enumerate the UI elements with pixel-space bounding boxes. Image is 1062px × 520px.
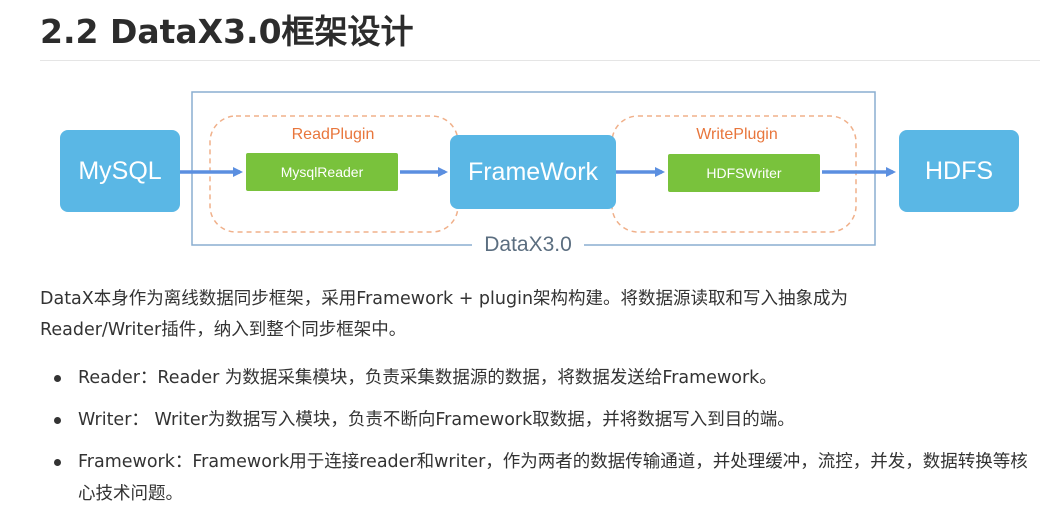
bullet-icon [54, 417, 61, 424]
hdfs-node: HDFS [899, 130, 1019, 212]
feature-writer-text: Writer： Writer为数据写入模块，负责不断向Framework取数据，… [78, 410, 795, 430]
heading-divider [40, 60, 1040, 61]
hdfs-writer-label: HDFSWriter [706, 165, 782, 181]
bullet-icon [54, 375, 61, 382]
list-item: Reader：Reader 为数据采集模块，负责采集数据源的数据，将数据发送给F… [40, 362, 1040, 394]
list-item: Writer： Writer为数据写入模块，负责不断向Framework取数据，… [40, 404, 1040, 436]
hdfs-node-label: HDFS [924, 156, 994, 185]
read-plugin-label: ReadPlugin [291, 126, 375, 143]
feature-framework-text: Framework：Framework用于连接reader和writer，作为两… [78, 452, 1028, 504]
datax-container-label: DataX3.0 [472, 232, 584, 258]
write-plugin-group [611, 115, 857, 233]
mysql-reader-node: MysqlReader [246, 153, 398, 191]
mysql-reader-label: MysqlReader [280, 164, 364, 180]
list-item: Framework：Framework用于连接reader和writer，作为两… [40, 446, 1028, 510]
page-heading: 2.2 DataX3.0框架设计 [40, 12, 414, 51]
mysql-node: MySQL [60, 130, 180, 212]
feature-list: Reader：Reader 为数据采集模块，负责采集数据源的数据，将数据发送给F… [40, 362, 1040, 520]
intro-line-2: Reader/Writer插件，纳入到整个同步框架中。 [40, 320, 407, 340]
framework-node-label: FrameWork [467, 157, 599, 186]
hdfs-writer-node: HDFSWriter [668, 154, 820, 192]
bullet-icon [54, 459, 61, 466]
mysql-node-label: MySQL [78, 156, 162, 185]
feature-reader-text: Reader：Reader 为数据采集模块，负责采集数据源的数据，将数据发送给F… [78, 368, 777, 388]
intro-line-1: DataX本身作为离线数据同步框架，采用Framework + plugin架构… [40, 289, 849, 309]
framework-node: FrameWork [450, 135, 616, 209]
write-plugin-label: WritePlugin [696, 126, 778, 143]
